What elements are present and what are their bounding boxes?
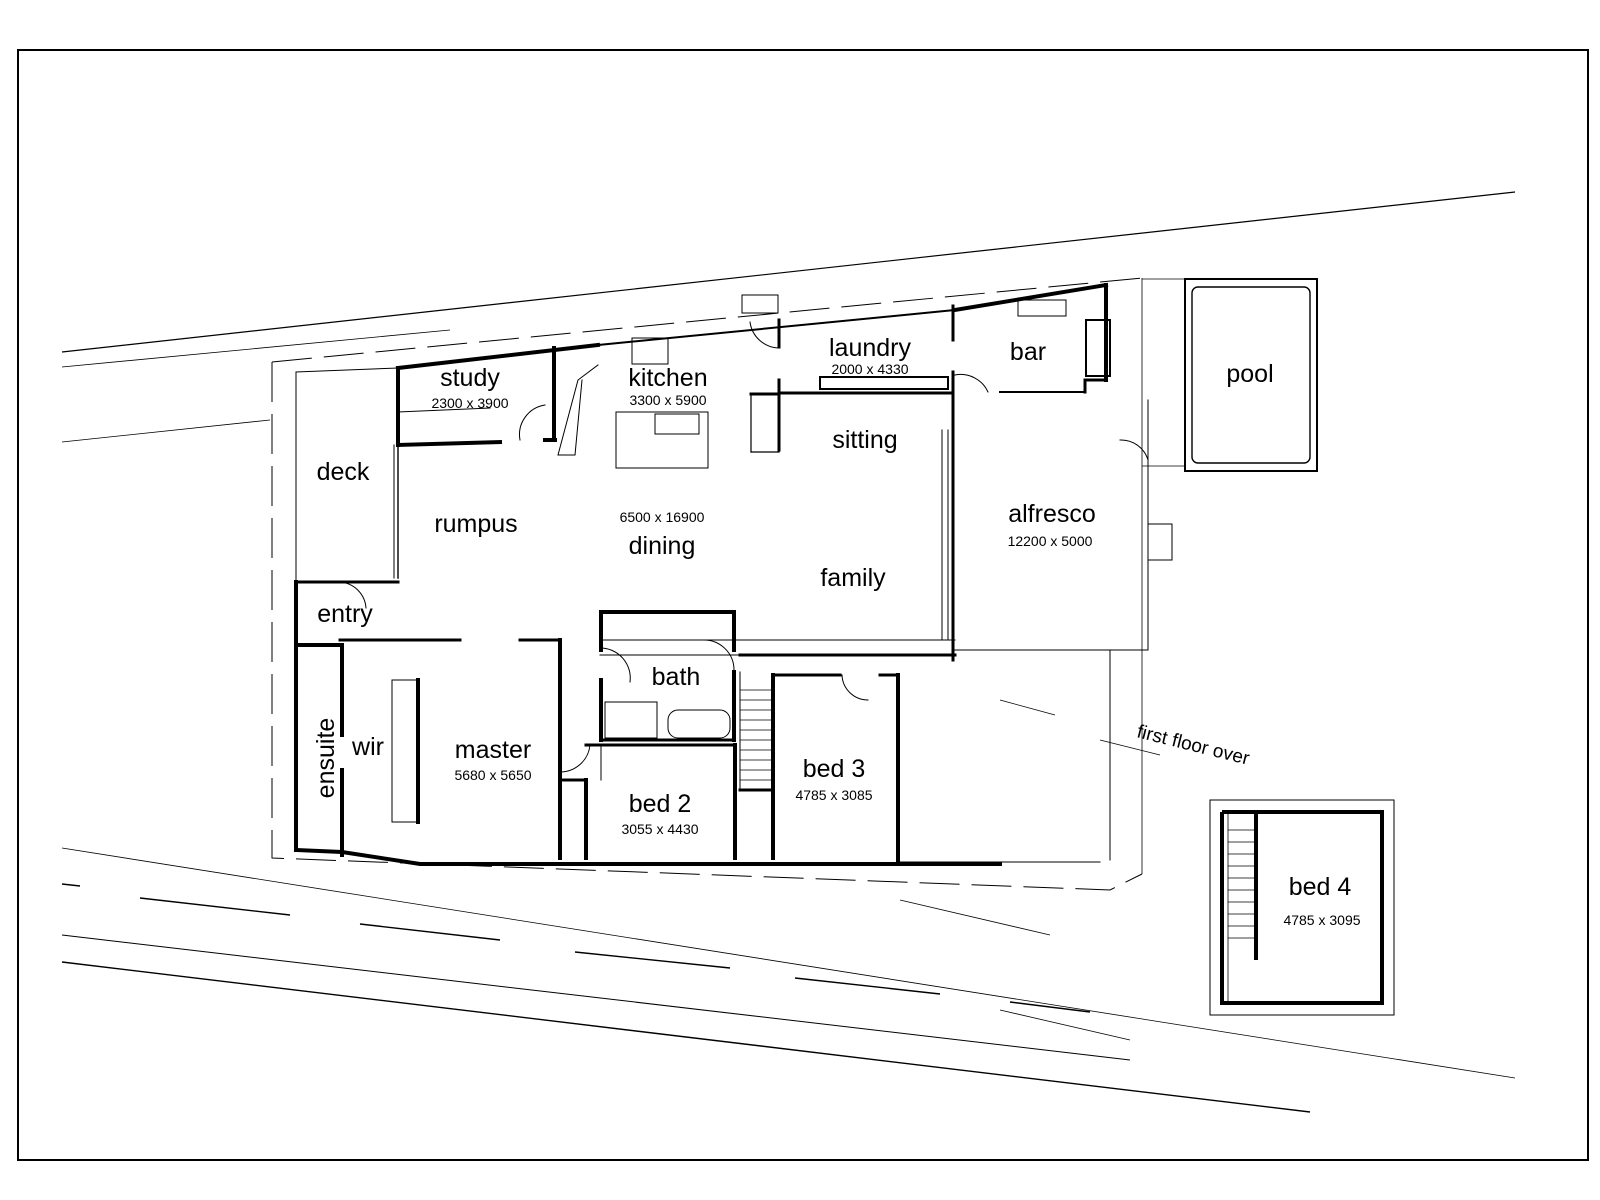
dim-kitchen: 3300 x 5900 xyxy=(629,392,706,408)
room-labels: study 2300 x 3900 kitchen 3300 x 5900 la… xyxy=(312,334,1361,928)
dim-laundry: 2000 x 4330 xyxy=(831,361,908,377)
label-bed2: bed 2 xyxy=(629,790,692,818)
label-master: master xyxy=(455,736,531,764)
label-alfresco: alfresco xyxy=(1008,500,1096,528)
bed4-plan xyxy=(1209,799,1395,1016)
label-dining: dining xyxy=(629,532,696,560)
label-deck: deck xyxy=(317,458,370,486)
dim-bed4: 4785 x 3095 xyxy=(1283,912,1360,928)
dim-dining: 6500 x 16900 xyxy=(620,509,705,525)
label-bar: bar xyxy=(1010,338,1046,366)
pool-outline xyxy=(1142,278,1318,472)
sheet-border xyxy=(17,49,1589,1161)
label-wir: wir xyxy=(351,733,384,761)
label-bed3: bed 3 xyxy=(803,755,866,783)
dim-bed2: 3055 x 4430 xyxy=(621,821,698,837)
label-rumpus: rumpus xyxy=(434,510,517,538)
label-pool: pool xyxy=(1226,360,1273,388)
label-laundry: laundry xyxy=(829,334,911,362)
label-kitchen: kitchen xyxy=(628,364,707,392)
label-bath: bath xyxy=(652,663,701,691)
label-ensuite: ensuite xyxy=(312,718,340,799)
label-family: family xyxy=(820,564,886,592)
label-sitting: sitting xyxy=(832,426,897,454)
label-study: study xyxy=(440,364,500,392)
label-entry: entry xyxy=(317,600,373,628)
label-bed4: bed 4 xyxy=(1289,873,1352,901)
dim-alfresco: 12200 x 5000 xyxy=(1008,533,1093,549)
dim-master: 5680 x 5650 xyxy=(454,767,531,783)
site-lines xyxy=(61,191,1516,1113)
label-first-floor-over: first floor over xyxy=(1135,721,1252,769)
dim-bed3: 4785 x 3085 xyxy=(795,787,872,803)
dim-study: 2300 x 3900 xyxy=(431,395,508,411)
walls xyxy=(293,282,1173,866)
